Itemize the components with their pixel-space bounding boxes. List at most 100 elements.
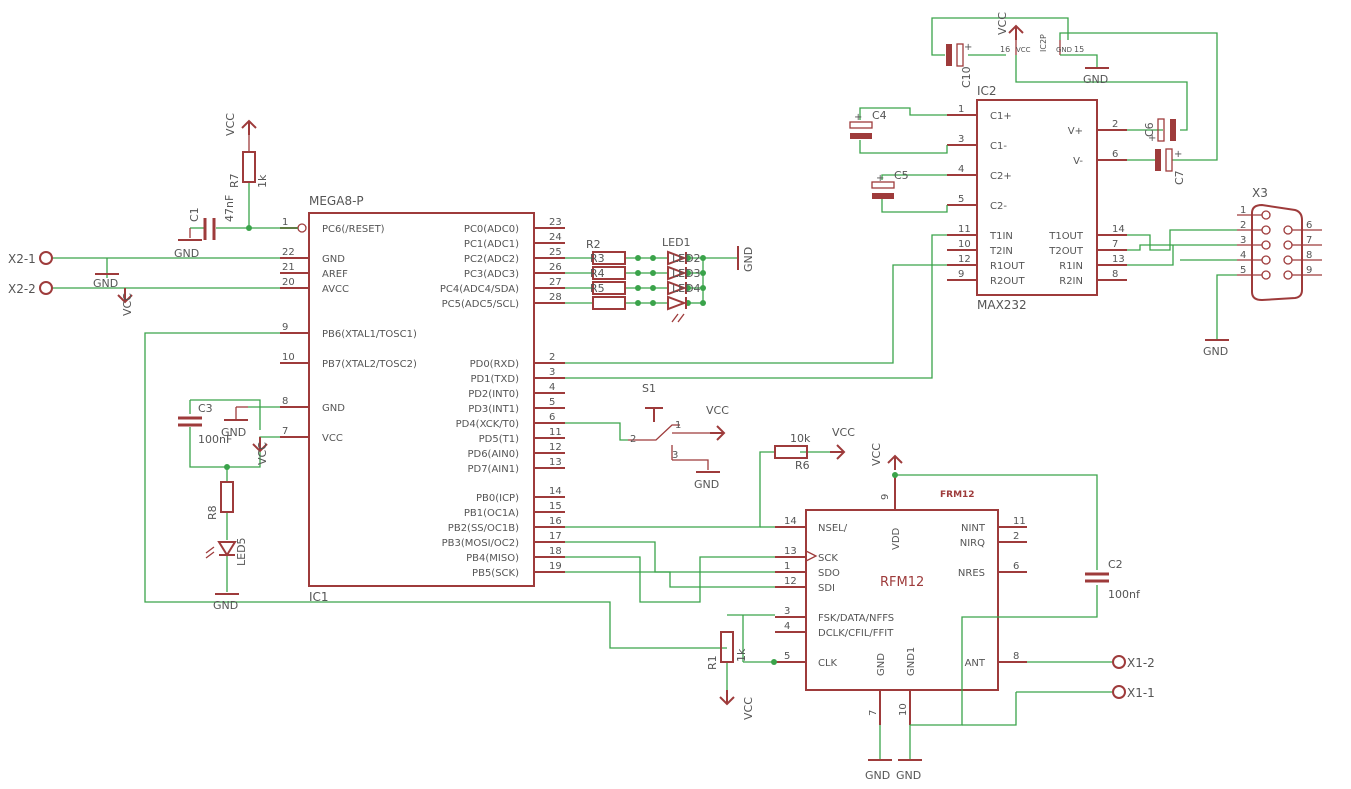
c6-capacitor[interactable]: + C6 [1143,118,1176,144]
ic1-pin-num: 17 [549,531,562,542]
led4-name: LED4 [672,282,701,295]
ic1-pin-num: 6 [549,412,555,423]
ic1-pin-num: 22 [282,247,295,258]
ic2-pin-num: 11 [958,224,971,235]
x1-2-connector[interactable]: X1-2 [1112,655,1155,670]
x2-1-connector[interactable]: X2-1 [8,251,53,266]
ic1-pin-num: 1 [282,217,288,228]
r7-name: R7 [228,173,241,188]
rfm12-pin-name: NRES [958,568,985,579]
ic2-pin-num: 12 [958,254,971,265]
r5-resistor[interactable]: R5 [590,282,626,310]
led-diode-icon [667,295,687,311]
ic2-pin-num: 5 [958,194,964,205]
ic1-pin-num: 15 [549,501,562,512]
s1-switch[interactable]: S1 1 2 3 [628,382,710,470]
ic1-pin-num: 14 [549,486,562,497]
rfm12-sck-clock-marker [805,550,818,562]
c5-plus: + [876,173,884,184]
led1-array[interactable]: LED1 LED2 LED3 LED4 [662,236,701,323]
ic1-pin-name: AVCC [322,284,349,295]
c3-capacitor[interactable]: C3 100nF [178,402,232,446]
x3-pin-num: 3 [1240,235,1246,246]
ic2-value: MAX232 [977,298,1027,312]
ic1-pin-num: 26 [549,262,562,273]
c7-name: C7 [1173,170,1186,185]
x1-1-connector[interactable]: X1-1 [1112,685,1155,700]
ic1-pin-name: PC4(ADC4/SDA) [440,284,519,295]
supply-symbols: VCCVCCVCCVCCVCCVCCVCCVCCGNDGNDGNDGNDGNDG… [93,12,1229,782]
ic2-pin-num: 6 [1112,149,1118,160]
rfm12-module[interactable]: RFM12 FRM12 14NSEL/13SCK1SDO12SDI3FSK/DA… [775,475,1027,725]
c7-capacitor[interactable]: + C7 [1155,148,1186,185]
ic2-max232[interactable]: IC2 MAX232 1C1+3C1-4C2+5C2-11T1IN10T2IN1… [947,84,1127,312]
c2-capacitor[interactable]: C2 100nf [1085,558,1141,601]
r6-name: R6 [795,459,810,472]
ic1-pin-num: 23 [549,217,562,228]
ic1-pin-name: PB0(ICP) [476,493,519,504]
r4-resistor[interactable]: R4 [590,267,626,295]
junctions [224,225,898,665]
ic1-pin-name: AREF [322,269,348,280]
ic2-pin-num: 14 [1112,224,1125,235]
ic1-pin-name: PC2(ADC2) [464,254,519,265]
r3-resistor[interactable]: R3 [590,252,626,280]
vcc-arrow-icon [241,119,257,129]
x3-pin-socket [1261,225,1271,235]
r2-resistor[interactable]: R2 [586,238,626,265]
vcc-label: VCC [256,442,269,465]
c5-capacitor[interactable]: + C5 [871,169,909,199]
x2-2-connector[interactable]: X2-2 [8,281,53,296]
ic1-pin-num: 13 [549,457,562,468]
rfm12-vdd-pin-name: VDD [891,527,902,550]
ic2p-gnd-pin-num: 15 [1074,45,1084,54]
c4-plus: + [854,112,862,123]
ic2-pin-num: 2 [1112,119,1118,130]
ic2p-name: IC2P [1039,34,1048,52]
r6-resistor[interactable]: 10k R6 [774,432,811,472]
vcc-arrow-icon [887,454,903,464]
c1-name: C1 [188,207,201,222]
ic1-pin-num: 16 [549,516,562,527]
s1-pin2: 2 [630,434,636,445]
gnd-label: GND [865,769,890,782]
r1-resistor[interactable]: R1 1k [706,631,748,670]
gnd-label: GND [896,769,921,782]
vcc-label: VCC [870,443,883,466]
ic1-mega8[interactable]: MEGA8-P IC1 1PC6(/RESET)22GND21AREF20AVC… [280,194,565,604]
ic1-pin-num: 24 [549,232,562,243]
ic2-power-part[interactable]: 16 VCC IC2P GND 15 [1000,30,1084,55]
ic1-pin-name: PD1(TXD) [470,374,519,385]
rfm12-pin-name: NINT [961,523,986,534]
led5[interactable]: LED5 [205,537,248,566]
ic2-name: IC2 [977,84,997,98]
x3-pin-socket [1261,210,1271,220]
ic1-pin-num: 25 [549,247,562,258]
c4-capacitor[interactable]: + C4 [849,109,887,139]
r8-resistor[interactable]: R8 [206,481,234,520]
ic2-pin-name: R2IN [1059,276,1083,287]
c1-capacitor[interactable]: C1 47nF [188,195,236,240]
c7-plus: + [1174,149,1182,160]
vcc-label: VCC [121,293,134,316]
c10-plus: + [964,42,972,53]
c10-capacitor[interactable]: + C10 [946,42,973,88]
vcc-label: VCC [224,113,237,136]
ic1-pin-num: 4 [549,382,555,393]
led-diode-icon [667,280,687,296]
c6-plus: + [1148,133,1156,144]
x3-pin-socket [1261,240,1271,250]
c5-name: C5 [894,169,909,182]
ic1-pin-num: 10 [282,352,295,363]
ic1-pin-name: PD3(INT1) [468,404,519,415]
led2-name: LED2 [672,252,701,265]
ic1-pin-name: PC0(ADC0) [464,224,519,235]
ic1-body [308,212,535,587]
ic2-pin-name: R1IN [1059,261,1083,272]
r7-resistor[interactable]: R7 1k [228,135,269,188]
rfm12-pin-name: SDO [818,568,840,579]
c2-value: 100nf [1108,588,1141,601]
rfm12-pin-name: SCK [818,553,838,564]
ic1-pin-name: PC1(ADC1) [464,239,519,250]
